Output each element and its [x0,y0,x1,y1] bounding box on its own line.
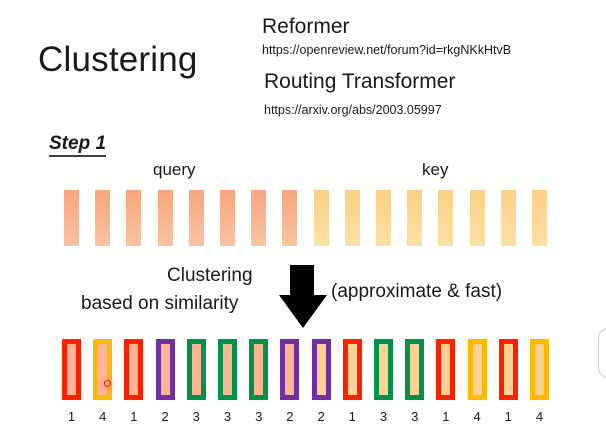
reference-routing-transformer-url[interactable]: https://arxiv.org/abs/2003.05997 [264,103,442,117]
cluster-id-label: 1 [348,409,356,424]
cluster-id-label: 2 [317,409,325,424]
key-vector [376,190,391,246]
vector-fill [410,344,420,395]
clustered-key-vector [374,339,393,400]
cluster-id-label: 3 [255,409,263,424]
approximate-fast-label: (approximate & fast) [331,281,503,302]
query-vector [188,190,204,246]
clustering-basis-label: based on similarity [81,293,239,314]
key-label: key [422,160,449,179]
clustered-query-vector [62,339,81,400]
query-vector [126,190,142,246]
cluster-id-label: 3 [411,409,419,424]
slide-title: Clustering [38,40,198,79]
clustered-key-vector [530,339,549,400]
vector-fill [347,344,357,395]
clustered-key-vector [467,339,487,400]
reference-reformer-url[interactable]: https://openreview.net/forum?id=rkgNKkHt… [262,43,512,57]
vector-fill [67,344,76,395]
query-vector [282,190,298,246]
key-vector [344,190,360,246]
cluster-id-label: 2 [161,409,169,424]
cluster-id-label: 1 [442,409,450,424]
cluster-id-label: 4 [535,409,544,424]
cluster-id-label: 1 [504,409,512,424]
cluster-id-label: 4 [99,409,107,424]
vector-fill [535,344,544,395]
vector-fill [129,344,139,395]
vector-fill [191,344,201,395]
cluster-id-label: 4 [473,409,481,424]
clustering-label: Clustering [167,265,253,286]
cluster-id-label: 3 [379,409,388,424]
down-arrow-icon [279,265,327,328]
query-vector [64,190,79,246]
down-arrow-shape [279,265,327,328]
vector-fill [254,344,264,395]
query-vector [157,190,173,246]
clustered-key-vector [342,339,362,400]
key-vector [532,190,547,246]
clustered-key-vector [436,339,456,400]
cursor-indicator [104,380,111,387]
vector-fill [472,344,482,395]
step-label: Step 1 [49,134,107,157]
clustered-query-vector [280,339,300,400]
clustered-key-vector [405,339,425,400]
vector-fill [503,344,513,395]
query-label: query [153,160,196,179]
cluster-id-label: 2 [286,409,294,424]
key-vector [407,190,423,246]
reference-reformer-title: Reformer [262,15,350,38]
vector-fill [441,344,451,395]
clustered-key-vector [311,339,331,400]
key-vector [313,190,329,246]
reference-routing-transformer-title: Routing Transformer [264,70,456,93]
cluster-id-label: 3 [192,409,200,424]
clustered-query-vector [186,339,206,400]
clustered-query-vector [218,339,237,400]
cluster-id-label: 3 [223,409,232,424]
clustered-query-vector [249,339,269,400]
vector-fill [379,344,388,395]
key-vector [500,190,516,246]
clustered-query-vector [155,339,175,400]
vector-fill [316,344,326,395]
cluster-id-label: 1 [130,409,138,424]
vector-fill [98,344,108,395]
clustered-key-vector [498,339,518,400]
clustered-query-vector [124,339,144,400]
vector-fill [160,344,170,395]
key-vector [438,190,454,246]
vector-fill [285,344,295,395]
clustered-query-vector [93,339,113,400]
key-vector [469,190,485,246]
query-vector [95,190,111,246]
edge-scroll-widget[interactable] [598,328,606,378]
query-vector [220,190,235,246]
query-vector [251,190,267,246]
vector-fill [223,344,232,395]
cluster-id-label: 1 [67,409,76,424]
